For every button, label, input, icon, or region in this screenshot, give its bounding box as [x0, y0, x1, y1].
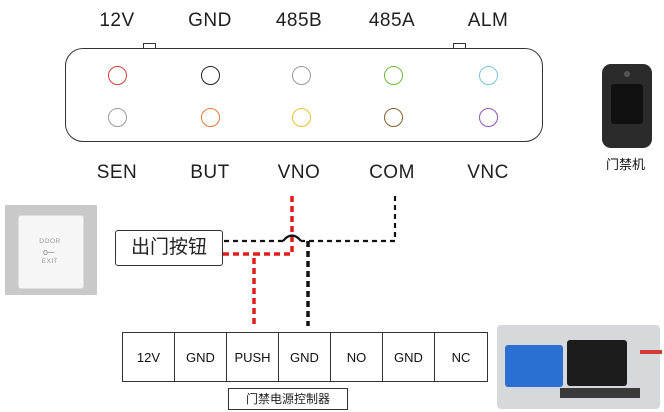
terminal-push: PUSH [227, 333, 279, 381]
red-wire [252, 196, 294, 326]
pin-vno [292, 108, 311, 127]
pin-12v [108, 66, 127, 85]
connector-tab-left [143, 43, 156, 49]
terminal-gnd-2: GND [279, 333, 331, 381]
pin-485b [292, 66, 311, 85]
pin-label-gnd: GND [188, 10, 232, 31]
power-supply-cable [640, 350, 662, 354]
power-supply-terminal-strip [560, 388, 640, 398]
pin-gnd-top [201, 66, 220, 85]
terminal-gnd-3: GND [383, 333, 435, 381]
pin-label-12v: 12V [99, 10, 135, 31]
power-supply-board [505, 345, 563, 387]
terminal-no: NO [331, 333, 383, 381]
pin-sen [108, 108, 127, 127]
pin-label-sen: SEN [96, 162, 138, 183]
access-device-label: 门禁机 [606, 157, 646, 172]
pin-label-alm: ALM [467, 10, 509, 31]
pin-label-com: COM [369, 162, 415, 183]
exit-panel-text-exit: EXIT [41, 258, 59, 265]
pin-label-but: BUT [190, 162, 230, 183]
pin-label-485b: 485B [275, 10, 323, 31]
controller-terminal-block: 12V GND PUSH GND NO GND NC [122, 332, 488, 382]
connector-block [65, 48, 543, 142]
connector-tab-right [453, 43, 466, 49]
pin-but [201, 108, 220, 127]
pin-label-vnc: VNC [467, 162, 509, 183]
terminal-gnd-1: GND [175, 333, 227, 381]
access-device-screen [611, 84, 643, 124]
pin-485a [384, 66, 403, 85]
terminal-nc: NC [451, 349, 471, 365]
pin-vnc [479, 108, 498, 127]
pin-label-vno: VNO [277, 162, 321, 183]
power-supply-module [567, 340, 627, 386]
black-wire-hop [282, 234, 302, 242]
key-icon: o─ [43, 247, 55, 257]
pin-com [384, 108, 403, 127]
controller-name: 门禁电源控制器 [228, 388, 348, 410]
pin-label-485a: 485A [368, 10, 416, 31]
exit-panel-text-door: DOOR [39, 238, 61, 245]
black-wire-com [301, 196, 397, 243]
terminal-12v: 12V [123, 333, 175, 381]
exit-button-label: 出门按钮 [115, 230, 223, 266]
access-device-camera [624, 71, 630, 77]
exit-button-plate [18, 215, 84, 289]
pin-alm [479, 66, 498, 85]
